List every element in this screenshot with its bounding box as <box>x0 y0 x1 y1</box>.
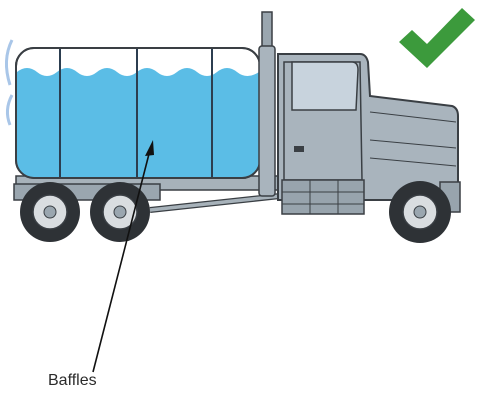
baffles-callout-label: Baffles <box>48 371 97 391</box>
rear-wheel-1 <box>20 182 80 242</box>
front-wheel <box>389 181 451 243</box>
exhaust-stack <box>259 12 275 196</box>
cab-window <box>292 62 358 110</box>
door-handle <box>294 146 304 152</box>
fuel-tank <box>282 180 364 214</box>
left-crop-arcs <box>6 40 12 125</box>
check-mark-icon <box>399 8 475 68</box>
rear-wheel-2 <box>90 182 150 242</box>
